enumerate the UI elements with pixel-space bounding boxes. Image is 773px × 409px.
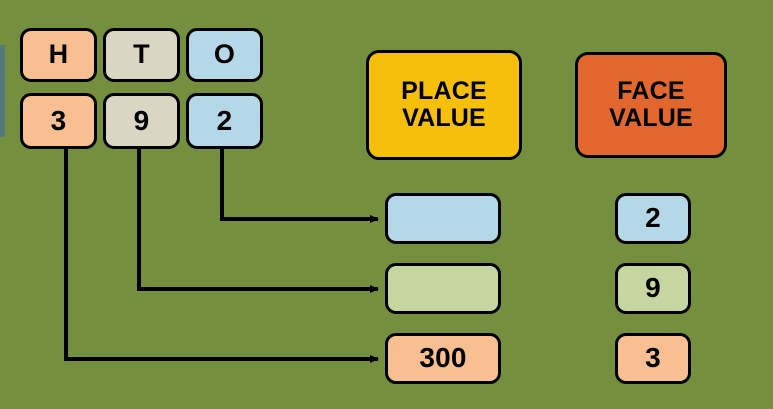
face-value-result-tens: 9 xyxy=(615,263,691,314)
connector-ones-to-place-value xyxy=(220,149,379,223)
face-value-title: FACE VALUE xyxy=(575,52,727,158)
place-value-result-ones xyxy=(385,193,501,244)
connector-tens-to-place-value xyxy=(137,149,379,293)
place-value-title-line-1: PLACE xyxy=(401,77,487,105)
column-header-hundreds: H xyxy=(20,28,97,82)
face-value-title-line-2: VALUE xyxy=(609,104,693,132)
face-value-title-line-1: FACE xyxy=(617,77,685,105)
place-value-result-tens xyxy=(385,263,501,314)
place-value-title-line-2: VALUE xyxy=(402,104,486,132)
place-value-title: PLACE VALUE xyxy=(366,50,522,160)
face-value-result-ones: 2 xyxy=(615,193,691,244)
digit-box-ones: 2 xyxy=(186,93,263,149)
digit-box-tens: 9 xyxy=(103,93,180,149)
digit-box-hundreds: 3 xyxy=(20,93,97,149)
connector-hundreds-to-place-value xyxy=(64,149,379,363)
column-header-tens: T xyxy=(103,28,180,82)
face-value-result-hundreds: 3 xyxy=(615,333,691,384)
left-edge-strip xyxy=(0,45,5,137)
place-value-result-hundreds: 300 xyxy=(385,333,501,384)
column-header-ones: O xyxy=(186,28,263,82)
